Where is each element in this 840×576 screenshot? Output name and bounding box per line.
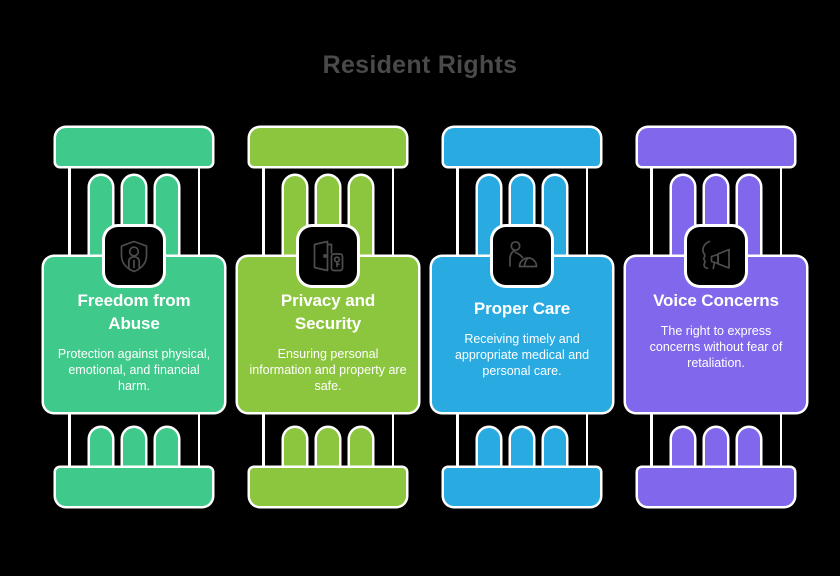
card-title: Voice Concerns [653,291,779,310]
info-card-voice-concerns[interactable]: Voice Concerns The right to express conc… [626,257,806,412]
card-title: Freedom from Abuse [77,291,191,333]
megaphone-speaking-icon [687,227,745,285]
card-title: Privacy and Security [280,291,376,333]
card-description: Ensuring personal information and proper… [249,347,407,393]
card-description: Receiving timely and appropriate medical… [454,332,590,378]
pillar-column-voice-concerns[interactable]: Voice Concerns The right to express conc… [626,128,806,506]
page-title: Resident Rights [322,51,518,79]
card-title: Proper Care [473,299,571,318]
pillar-base [638,468,794,506]
shield-person-icon [105,227,163,285]
pillar-capital [444,128,600,166]
caregiver-patient-icon [493,227,551,285]
pillar-base [56,468,212,506]
pillar-column-freedom-from-abuse[interactable]: Freedom from Abuse Protection against ph… [44,128,224,506]
pillar-column-proper-care[interactable]: Proper Care Receiving timely and appropr… [432,128,612,506]
card-description: The right to express concerns without fe… [649,324,783,370]
pillar-capital [250,128,406,166]
info-card-privacy-and-security[interactable]: Privacy and Security Ensuring personal i… [238,257,418,412]
door-lock-icon [299,227,357,285]
pillar-capital [56,128,212,166]
pillar-capital [638,128,794,166]
pillar-base [250,468,406,506]
pillar-column-privacy-and-security[interactable]: Privacy and Security Ensuring personal i… [238,128,418,506]
pillar-base [444,468,600,506]
card-description: Protection against physical, emotional, … [57,347,211,393]
